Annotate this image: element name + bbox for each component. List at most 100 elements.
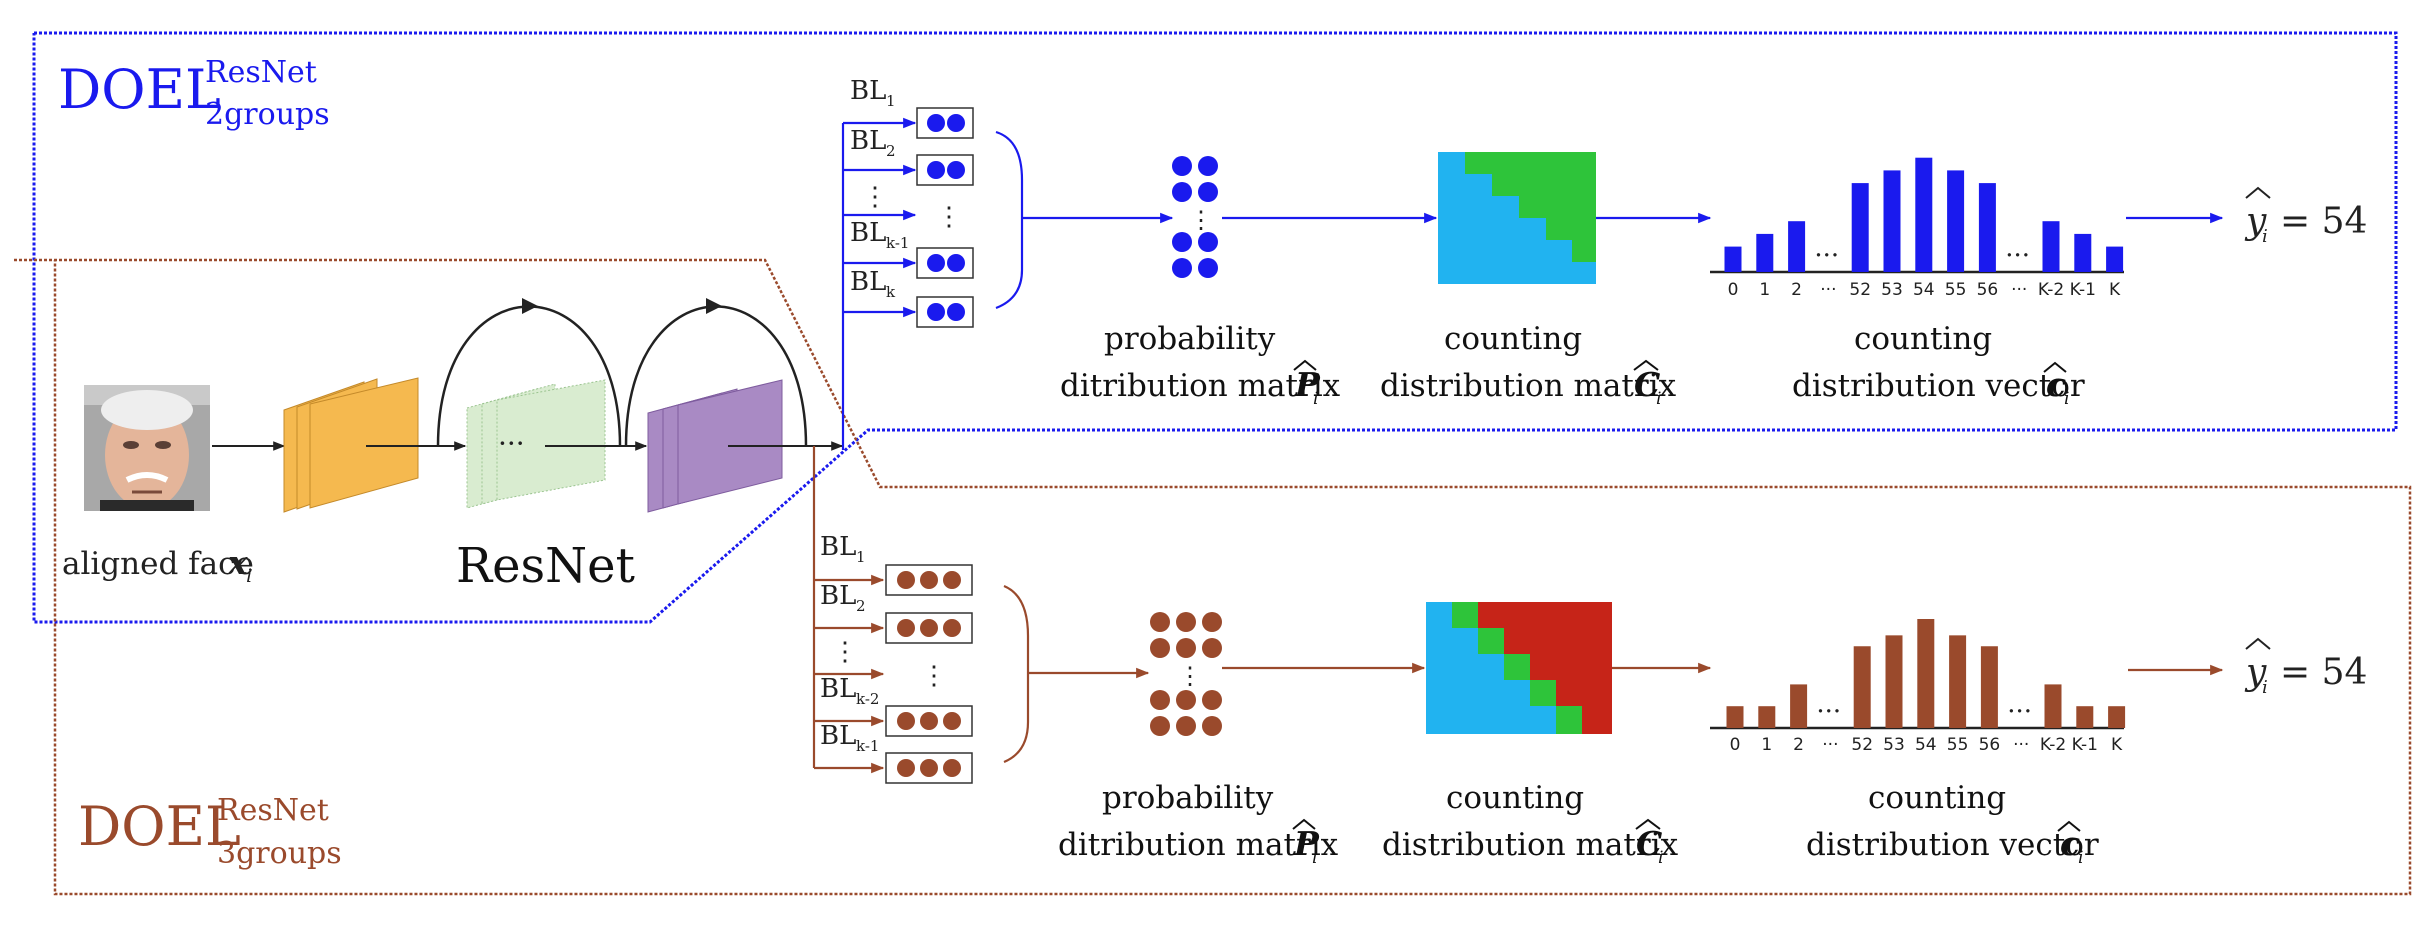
chart-ellipsis: ··· (1814, 241, 1839, 271)
bar-55 (1947, 170, 1965, 272)
svg-text:k: k (886, 283, 896, 301)
tick-label: 1 (1761, 735, 1772, 755)
tick-label: K-1 (2072, 735, 2098, 755)
bar-55 (1949, 635, 1967, 728)
svg-text:BL: BL (820, 721, 856, 751)
top-prob-matrix-dots (1172, 156, 1218, 278)
svg-text:i: i (1312, 848, 1317, 868)
ellipsis-label: ··· (498, 427, 525, 460)
svg-text:x: x (227, 543, 248, 582)
tick-label: ··· (1822, 735, 1838, 755)
svg-text:counting: counting (1854, 321, 1992, 357)
top-counting-matrix (1438, 152, 1596, 284)
bottom-branch-boxes: ⋮ (885, 564, 973, 784)
bar-53 (1885, 635, 1903, 728)
svg-text:BL: BL (820, 532, 856, 562)
bottom-output: y i = 54 (2244, 637, 2367, 698)
svg-text:counting: counting (1446, 780, 1584, 816)
bar-0 (1726, 706, 1744, 728)
bar-52 (1851, 183, 1869, 272)
top-branch-lines (841, 117, 917, 450)
green-feature-stack (466, 379, 606, 509)
tick-label: 52 (1849, 280, 1871, 300)
purple-feature-stack (647, 379, 783, 513)
svg-text:1: 1 (886, 92, 896, 110)
aligned-face-image (84, 385, 210, 511)
svg-text:distribution matrix: distribution matrix (1380, 368, 1677, 404)
svg-text:⋮: ⋮ (936, 202, 962, 232)
tick-label: K-2 (2040, 735, 2066, 755)
svg-text:i: i (2262, 677, 2268, 698)
svg-text:distribution matrix: distribution matrix (1382, 827, 1679, 863)
tick-label: 54 (1915, 735, 1937, 755)
bar-2 (1788, 221, 1806, 272)
svg-text:counting: counting (1868, 780, 2006, 816)
bar-K-2 (2044, 684, 2062, 728)
top-brace (995, 130, 1024, 310)
svg-text:1: 1 (856, 548, 866, 566)
bottom-count-vector-label: counting distribution vector c i (1806, 780, 2099, 868)
top-group-boundary (32, 31, 2398, 624)
tick-label: 55 (1947, 735, 1969, 755)
tick-label: 55 (1945, 280, 1967, 300)
svg-text:i: i (2078, 848, 2083, 868)
svg-text:ditribution matrix: ditribution matrix (1060, 368, 1341, 404)
bottom-branch-labels: BL 1 BL 2 ⋮ BL k-2 BL k-1 (820, 532, 879, 755)
svg-text:i: i (246, 565, 252, 587)
tick-label: 2 (1791, 280, 1802, 300)
tick-label: ··· (1820, 280, 1836, 300)
svg-text:counting: counting (1444, 321, 1582, 357)
input-label: aligned face x i (62, 543, 254, 587)
bar-K (2108, 706, 2126, 728)
bar-K-2 (2042, 221, 2060, 272)
bar-2 (1790, 684, 1808, 728)
svg-text:2: 2 (886, 142, 896, 160)
tick-label: K (2109, 280, 2121, 300)
svg-text:BL: BL (850, 126, 886, 156)
bottom-prob-label: probability ditribution matrix P i (1058, 780, 1339, 868)
svg-text:i: i (1656, 389, 1661, 409)
bar-K-1 (2076, 706, 2094, 728)
tick-label: K-1 (2070, 280, 2096, 300)
svg-text:distribution vector: distribution vector (1792, 368, 2085, 404)
orange-feature-stack (283, 377, 419, 513)
svg-text:P: P (1294, 365, 1321, 404)
tick-label: 54 (1913, 280, 1935, 300)
tick-label: 2 (1793, 735, 1804, 755)
bottom-group-label: DOEL ResNet 3groups (78, 793, 342, 871)
svg-text:probability: probability (1102, 780, 1274, 816)
tick-label: ··· (2011, 280, 2027, 300)
svg-text:3groups: 3groups (217, 836, 342, 871)
bottom-count-matrix-label: counting distribution matrix C i (1382, 780, 1679, 868)
tick-label: 53 (1883, 735, 1905, 755)
svg-text:y: y (2244, 652, 2267, 693)
bar-54 (1915, 157, 1933, 272)
bottom-prob-matrix-dots (1150, 612, 1222, 736)
svg-text:DOEL: DOEL (58, 58, 221, 121)
tick-label: 1 (1759, 280, 1770, 300)
svg-text:i: i (2064, 389, 2069, 409)
bar-K (2106, 246, 2124, 272)
svg-text:= 54: = 54 (2280, 652, 2367, 693)
bottom-group-boundary (14, 258, 2412, 896)
tick-label: 53 (1881, 280, 1903, 300)
svg-text:i: i (2262, 226, 2268, 247)
backbone-label: ResNet (456, 538, 635, 594)
svg-text:BL: BL (820, 674, 856, 704)
chart-ellipsis: ··· (2007, 697, 2032, 727)
svg-text:distribution vector: distribution vector (1806, 827, 2099, 863)
svg-text:BL: BL (850, 218, 886, 248)
svg-text:2: 2 (856, 597, 866, 615)
tick-label: 0 (1728, 280, 1739, 300)
tick-label: K (2111, 735, 2123, 755)
tick-label: 0 (1730, 735, 1741, 755)
svg-text:ResNet: ResNet (205, 55, 317, 90)
top-count-vector-label: counting distribution vector c i (1792, 321, 2085, 409)
svg-text:y: y (2244, 201, 2267, 242)
svg-text:= 54: = 54 (2280, 201, 2367, 242)
skip-arrowhead-1 (522, 298, 538, 314)
svg-text:c: c (2046, 365, 2066, 404)
chart-ellipsis: ··· (2005, 241, 2030, 271)
